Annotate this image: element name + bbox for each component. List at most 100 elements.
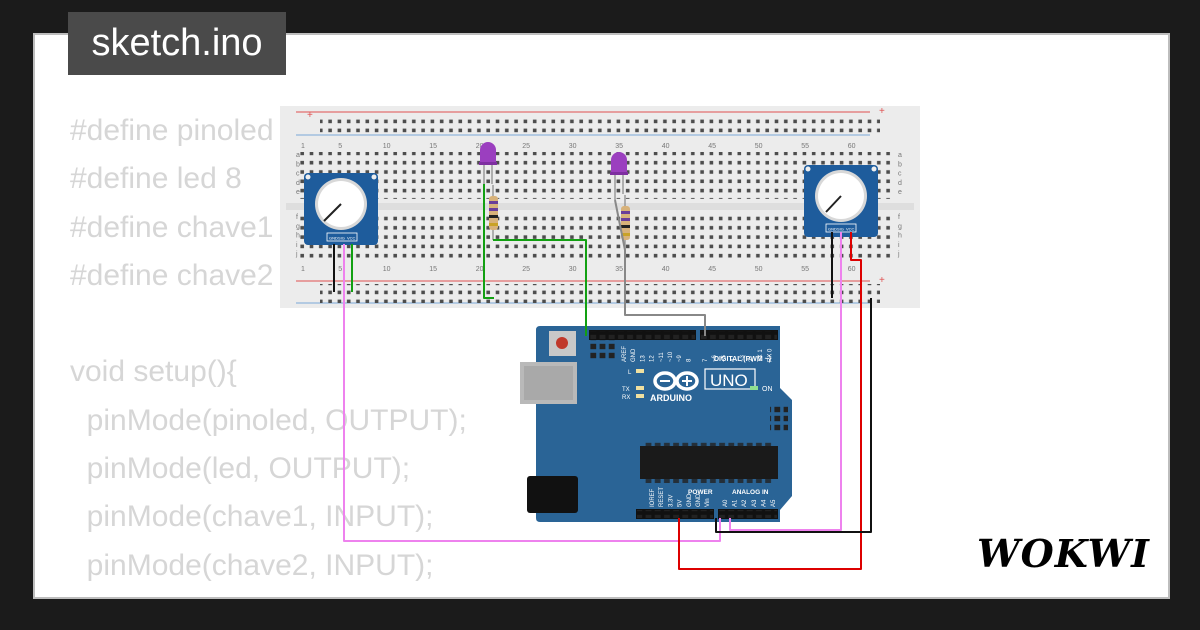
digital-pin-label: ~3 (740, 354, 746, 362)
row-letter: c (898, 171, 902, 178)
wire-green-led1-gnd (483, 184, 494, 299)
top-power-rail (320, 115, 880, 134)
row-letter: d (898, 180, 902, 187)
wokwi-logo: WOKWI (977, 531, 1150, 576)
column-number: 60 (848, 266, 856, 273)
analog-in-label: ANALOG IN (732, 489, 769, 496)
digital-pin-label: GND (631, 348, 637, 362)
column-number: 55 (801, 143, 809, 150)
rail-plus-label-bottom: + (879, 275, 885, 286)
digital-pin-label: ~9 (677, 354, 683, 362)
bottom-power-rail (320, 284, 880, 303)
row-letter: g (296, 223, 300, 230)
wire-red-pot-right (678, 232, 862, 570)
column-number: 15 (429, 143, 437, 150)
atmega-chip (640, 446, 778, 479)
row-letter: a (296, 152, 300, 159)
column-number: 30 (569, 266, 577, 273)
column-number: 50 (755, 266, 763, 273)
column-number: 10 (383, 143, 391, 150)
potentiometer-left[interactable]: GND SIG VCC (304, 173, 378, 245)
column-number: 15 (429, 266, 437, 273)
arduino-logo (653, 371, 699, 391)
digital-pin-label: ~6 (712, 354, 718, 362)
led-2[interactable] (610, 152, 628, 200)
column-number: 60 (848, 143, 856, 150)
wire-gray-led2 (614, 199, 706, 336)
analog-pin-label: A5 (771, 499, 777, 507)
digital-pin-label: TX 1 (758, 349, 764, 362)
code-line: #define led 8 (70, 162, 242, 196)
pot-right-pin-sig: SIG (837, 227, 844, 232)
digital-pin-label: 13 (640, 355, 646, 362)
potentiometer-right[interactable]: GND SIG VCC (804, 165, 878, 237)
terminal-strip-top (298, 152, 894, 199)
row-letter: j (897, 251, 900, 258)
power-pin-label: 5V (678, 500, 684, 507)
digital-label: DIGITAL (PWM ~) (714, 356, 771, 363)
row-letter: i (296, 242, 298, 249)
digital-pin-label: RX 0 (767, 348, 773, 362)
digital-pin-label: 8 (686, 358, 692, 362)
pot-left-pin-vcc: VCC (347, 236, 356, 241)
l-led-label: L (628, 370, 632, 376)
column-number: 25 (522, 143, 530, 150)
code-line: pinMode(led, OUTPUT); (70, 452, 411, 486)
analog-pin-label: A3 (752, 499, 758, 507)
row-letter: g (898, 223, 902, 230)
wokwi-wordmark: WOKWI (977, 531, 1150, 576)
sketch-title: sketch.ino (68, 12, 286, 75)
row-letter: e (296, 189, 300, 196)
column-number: 55 (801, 266, 809, 273)
on-label: ON (762, 386, 773, 393)
column-number: 45 (708, 266, 716, 273)
rx-label: RX (622, 395, 630, 401)
code-line: pinMode(pinoled, OUTPUT); (70, 403, 467, 437)
row-letter: f (296, 214, 298, 221)
code-listing: #define pinoled #define led 8 #define ch… (70, 107, 467, 598)
row-letter: b (898, 161, 902, 168)
power-pin-label: IOREF (650, 488, 656, 507)
power-pin-label: GND (687, 493, 693, 507)
digital-pin-label: ~5 (721, 354, 727, 362)
column-number: 5 (338, 143, 342, 150)
column-number: 45 (708, 143, 716, 150)
pot-left-pin-gnd: GND (329, 236, 338, 241)
code-line: Serial.begin(9600); (70, 597, 341, 598)
code-line: #define pinoled (70, 114, 274, 147)
row-letter: a (898, 152, 902, 159)
column-number: 20 (476, 143, 484, 150)
digital-pin-label: 12 (650, 355, 656, 362)
row-letter: h (296, 233, 300, 240)
analog-pin-label: A2 (742, 499, 748, 507)
analog-pin-label: A4 (761, 499, 767, 507)
led-1[interactable] (479, 142, 497, 184)
column-number: 50 (755, 143, 763, 150)
column-number: 20 (476, 266, 484, 273)
analog-pin-label: A0 (723, 499, 729, 507)
resistor-1 (489, 185, 498, 240)
row-letter: h (898, 233, 902, 240)
digital-pin-label: ~10 (668, 351, 674, 362)
row-letter: d (296, 180, 300, 187)
digital-pin-label: ~11 (659, 352, 665, 362)
column-number: 35 (615, 143, 623, 150)
digital-pin-label: 2 (749, 358, 755, 362)
pot-right-pin-gnd: GND (828, 227, 837, 232)
digital-pin-label: AREF (622, 346, 628, 362)
row-letter: i (898, 242, 900, 249)
icsp-header-right (770, 404, 788, 432)
code-line: #define chave1 (70, 210, 274, 244)
column-number: 5 (338, 266, 342, 273)
uno-label: UNO (710, 371, 748, 390)
column-number: 1 (301, 266, 305, 273)
column-number: 30 (569, 143, 577, 150)
rail-plus-label-right: + (879, 106, 885, 117)
power-pin-label: 3.3V (668, 495, 674, 507)
column-number: 1 (301, 143, 305, 150)
analog-pin-label: A1 (733, 499, 739, 507)
rail-plus-label: + (307, 110, 313, 121)
column-number: 10 (383, 266, 391, 273)
digital-pin-label: 4 (731, 358, 737, 362)
